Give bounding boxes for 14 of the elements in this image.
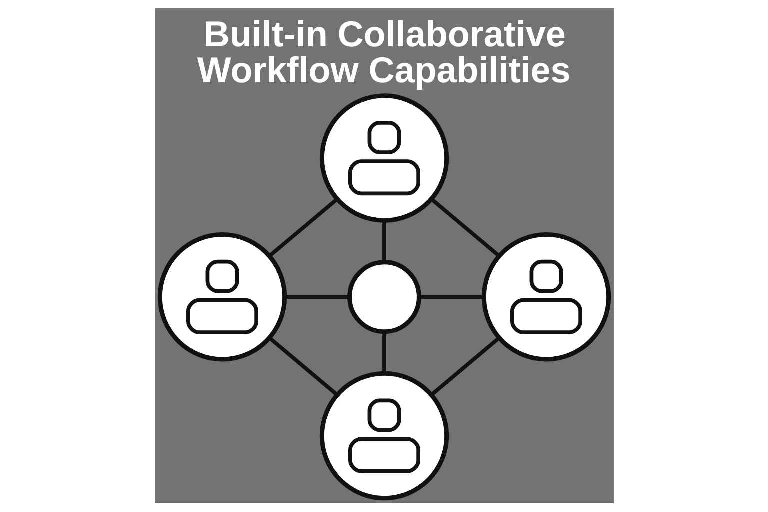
node-person — [481, 232, 611, 362]
node-person — [319, 371, 449, 501]
connector — [382, 220, 386, 262]
node-circle — [347, 260, 421, 334]
connector — [268, 336, 338, 396]
connector — [268, 198, 338, 258]
connector — [430, 198, 500, 258]
node-person — [157, 232, 287, 362]
node-person — [319, 94, 449, 223]
diagram-title: Built-in Collaborative Workflow Capabilities — [196, 13, 570, 90]
connector — [418, 295, 484, 300]
connector — [430, 336, 500, 396]
connector — [382, 332, 386, 374]
connector — [284, 295, 350, 300]
